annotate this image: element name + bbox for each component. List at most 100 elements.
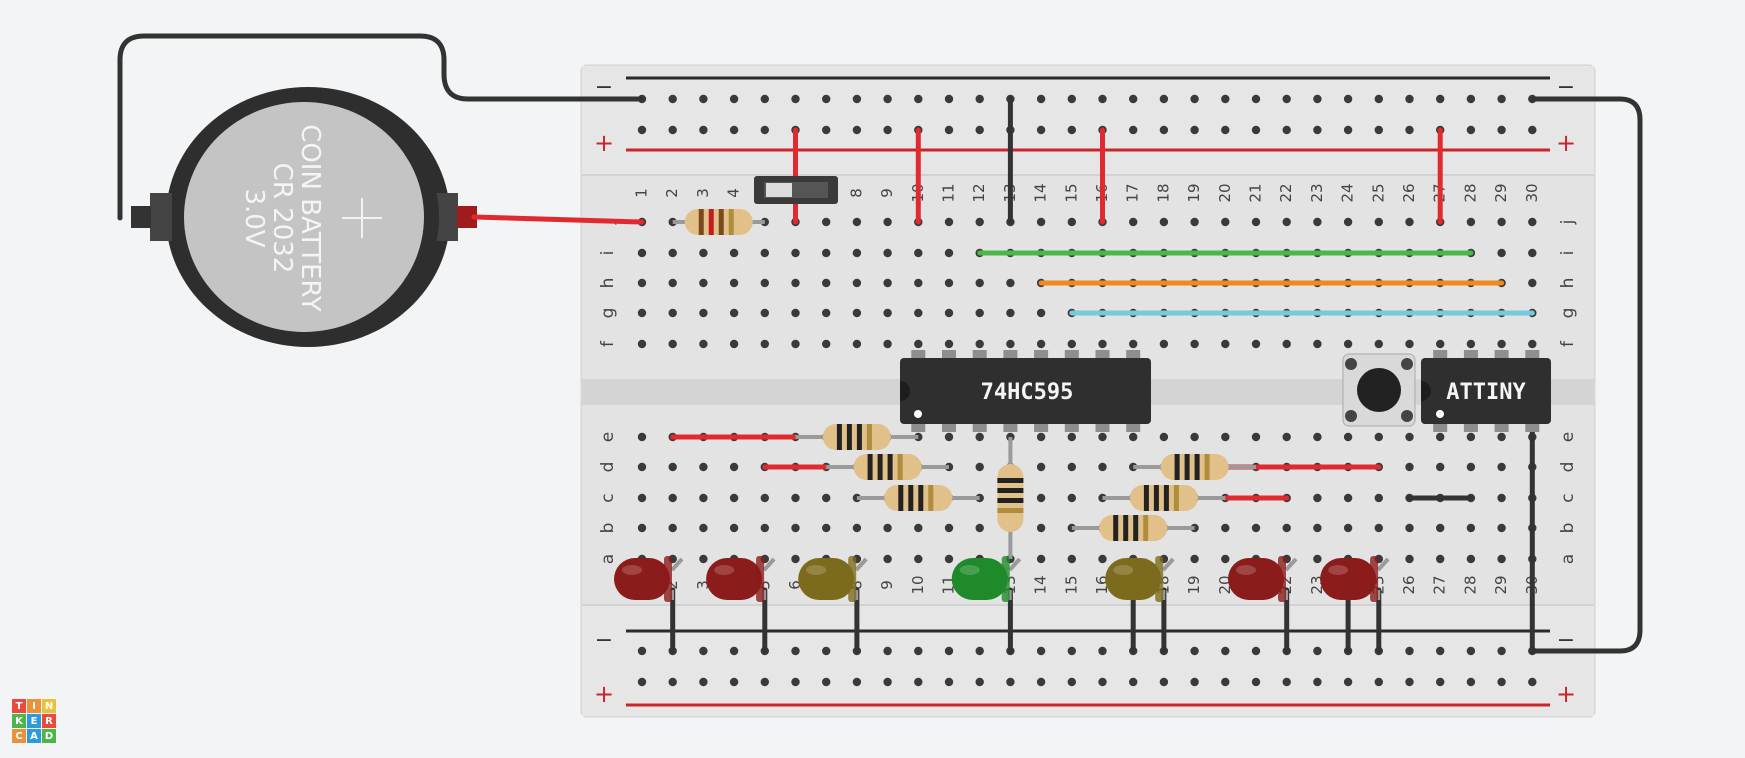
breadboard-hole[interactable] xyxy=(699,523,708,533)
breadboard-hole[interactable] xyxy=(1466,432,1476,442)
breadboard-hole[interactable] xyxy=(944,248,954,258)
rail-hole[interactable] xyxy=(1129,94,1138,104)
breadboard-hole[interactable] xyxy=(1067,432,1077,442)
rail-hole[interactable] xyxy=(1374,125,1384,135)
rail-hole[interactable] xyxy=(791,677,800,687)
breadboard-hole[interactable] xyxy=(914,554,923,564)
rail-hole[interactable] xyxy=(1374,94,1384,104)
breadboard-hole[interactable] xyxy=(637,493,647,503)
breadboard-hole[interactable] xyxy=(1067,554,1077,564)
breadboard-hole[interactable] xyxy=(1067,493,1077,503)
breadboard-hole[interactable] xyxy=(637,339,647,349)
breadboard-hole[interactable] xyxy=(1528,278,1537,288)
breadboard-hole[interactable] xyxy=(668,278,677,288)
rail-hole[interactable] xyxy=(699,125,708,135)
breadboard-hole[interactable] xyxy=(1098,432,1107,442)
breadboard-hole[interactable] xyxy=(1405,554,1414,564)
rail-hole[interactable] xyxy=(1251,125,1261,135)
breadboard-hole[interactable] xyxy=(1006,339,1015,349)
breadboard-hole[interactable] xyxy=(1190,523,1199,533)
rail-hole[interactable] xyxy=(1343,677,1353,687)
rail-hole[interactable] xyxy=(1405,677,1414,687)
breadboard-hole[interactable] xyxy=(975,278,984,288)
breadboard-hole[interactable] xyxy=(1497,248,1506,258)
breadboard-hole[interactable] xyxy=(1036,462,1046,472)
breadboard-hole[interactable] xyxy=(668,339,677,349)
breadboard-hole[interactable] xyxy=(1006,308,1015,318)
components-layer[interactable] xyxy=(614,96,1540,654)
rail-hole[interactable] xyxy=(914,646,923,656)
breadboard-hole[interactable] xyxy=(1159,432,1169,442)
breadboard-hole[interactable] xyxy=(1343,217,1353,227)
breadboard-hole[interactable] xyxy=(668,462,677,472)
breadboard-hole[interactable] xyxy=(1497,217,1506,227)
rail-hole[interactable] xyxy=(729,646,739,656)
rail-hole[interactable] xyxy=(1497,646,1506,656)
breadboard-hole[interactable] xyxy=(1036,523,1046,533)
breadboard-hole[interactable] xyxy=(822,523,831,533)
breadboard-hole[interactable] xyxy=(944,432,954,442)
breadboard-hole[interactable] xyxy=(1251,432,1261,442)
breadboard-hole[interactable] xyxy=(791,523,800,533)
breadboard-hole[interactable] xyxy=(699,554,708,564)
breadboard-hole[interactable] xyxy=(1036,308,1046,318)
rail-hole[interactable] xyxy=(1036,646,1046,656)
rail-hole[interactable] xyxy=(1466,646,1476,656)
breadboard-hole[interactable] xyxy=(1006,278,1015,288)
breadboard-hole[interactable] xyxy=(1313,493,1322,503)
wire-ground-right[interactable] xyxy=(1529,96,1643,654)
breadboard-hole[interactable] xyxy=(1221,339,1230,349)
rail-hole[interactable] xyxy=(729,677,739,687)
resistor-input[interactable] xyxy=(672,209,765,235)
resistor[interactable] xyxy=(856,485,980,511)
breadboard-hole[interactable] xyxy=(1436,462,1445,472)
breadboard-hole[interactable] xyxy=(791,554,800,564)
breadboard-hole[interactable] xyxy=(975,339,984,349)
breadboard-hole[interactable] xyxy=(944,523,954,533)
breadboard-hole[interactable] xyxy=(883,523,892,533)
breadboard-hole[interactable] xyxy=(822,248,831,258)
breadboard-hole[interactable] xyxy=(914,278,923,288)
breadboard-hole[interactable] xyxy=(1190,339,1199,349)
rail-hole[interactable] xyxy=(1405,646,1414,656)
rail-hole[interactable] xyxy=(914,94,923,104)
breadboard-hole[interactable] xyxy=(883,217,892,227)
breadboard-hole[interactable] xyxy=(914,308,923,318)
push-button[interactable] xyxy=(1342,353,1416,427)
rail-hole[interactable] xyxy=(1190,94,1199,104)
breadboard-hole[interactable] xyxy=(729,462,739,472)
rail-hole[interactable] xyxy=(668,125,677,135)
breadboard-hole[interactable] xyxy=(1343,493,1353,503)
breadboard-hole[interactable] xyxy=(975,523,984,533)
breadboard-hole[interactable] xyxy=(822,493,831,503)
breadboard-hole[interactable] xyxy=(1497,339,1506,349)
breadboard-hole[interactable] xyxy=(1528,339,1537,349)
breadboard-hole[interactable] xyxy=(914,248,923,258)
breadboard-hole[interactable] xyxy=(1313,217,1322,227)
resistor[interactable] xyxy=(1071,515,1195,541)
slide-switch[interactable] xyxy=(754,176,838,204)
breadboard-hole[interactable] xyxy=(1221,554,1230,564)
resistor[interactable] xyxy=(997,437,1024,559)
led-red[interactable] xyxy=(1320,556,1390,602)
breadboard-hole[interactable] xyxy=(760,339,769,349)
breadboard-hole[interactable] xyxy=(1036,217,1046,227)
rail-hole[interactable] xyxy=(852,677,862,687)
rail-hole[interactable] xyxy=(1098,94,1107,104)
breadboard-hole[interactable] xyxy=(637,523,647,533)
rail-hole[interactable] xyxy=(1282,677,1291,687)
breadboard-hole[interactable] xyxy=(852,523,862,533)
breadboard-hole[interactable] xyxy=(699,248,708,258)
rail-hole[interactable] xyxy=(1036,94,1046,104)
rail-hole[interactable] xyxy=(791,94,800,104)
breadboard-hole[interactable] xyxy=(1098,339,1107,349)
breadboard-hole[interactable] xyxy=(1159,339,1169,349)
breadboard-hole[interactable] xyxy=(944,308,954,318)
rail-hole[interactable] xyxy=(944,94,954,104)
rail-hole[interactable] xyxy=(944,125,954,135)
breadboard-hole[interactable] xyxy=(1313,432,1322,442)
rail-hole[interactable] xyxy=(822,677,831,687)
breadboard-hole[interactable] xyxy=(729,493,739,503)
rail-hole[interactable] xyxy=(1343,94,1353,104)
